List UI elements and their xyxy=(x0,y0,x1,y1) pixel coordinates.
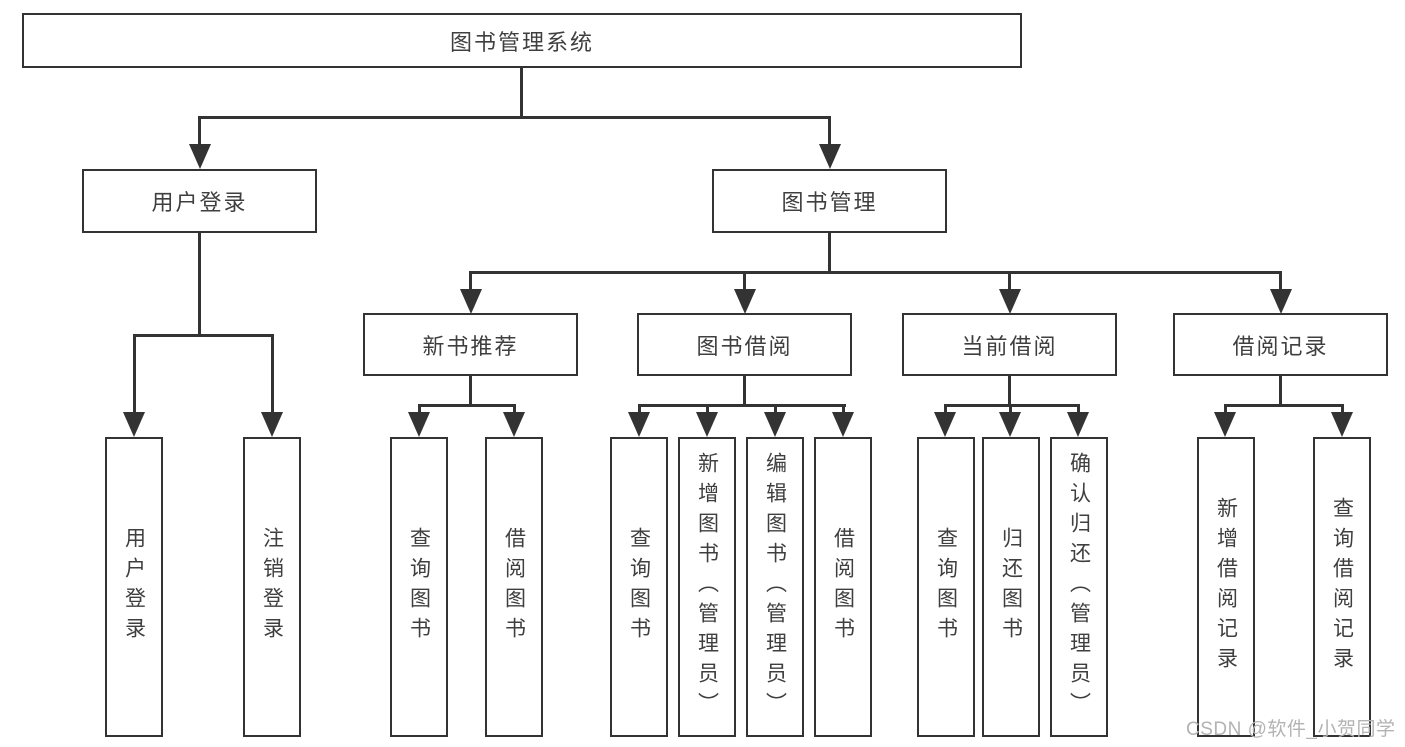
connector-vline xyxy=(773,404,777,414)
node-new-book-recommend: 新书推荐 xyxy=(363,313,578,376)
leaf-label: 用户登录 xyxy=(122,527,146,647)
leaf-add-book-admin: 新增图书（管理员） xyxy=(678,437,736,737)
arrow-down-icon xyxy=(999,412,1021,437)
leaf-label: 确认归还（管理员） xyxy=(1067,452,1091,722)
node-label: 图书借阅 xyxy=(696,333,793,359)
connector-vline xyxy=(828,116,831,146)
arrow-down-icon xyxy=(188,144,211,169)
arrow-down-icon xyxy=(1214,412,1236,437)
arrow-down-icon xyxy=(1269,289,1292,314)
connector-vline xyxy=(705,404,709,414)
connector-hline xyxy=(198,116,831,119)
leaf-query-books-recommend: 查询图书 xyxy=(390,437,448,737)
leaf-confirm-return-admin: 确认归还（管理员） xyxy=(1050,437,1108,737)
leaf-edit-book-admin: 编辑图书（管理员） xyxy=(746,437,804,737)
arrow-down-icon xyxy=(503,412,525,437)
connector-vline xyxy=(512,404,516,414)
connector-vline xyxy=(1076,404,1080,414)
node-label: 图书管理 xyxy=(781,190,878,215)
node-library-system: 图书管理系统 xyxy=(22,13,1022,68)
node-book-borrowing: 图书借阅 xyxy=(637,313,852,376)
arrow-down-icon xyxy=(733,289,756,314)
arrow-down-icon xyxy=(1067,412,1089,437)
arrow-down-icon xyxy=(696,412,718,437)
connector-vline xyxy=(198,116,201,146)
arrow-down-icon xyxy=(628,412,650,437)
connector-vline xyxy=(1279,271,1282,290)
watermark: CSDN @软件_小贺同学 xyxy=(1186,719,1396,740)
leaf-return-book: 归还图书 xyxy=(982,437,1040,737)
arrow-down-icon xyxy=(123,412,145,437)
node-borrowing-records: 借阅记录 xyxy=(1173,313,1388,376)
arrow-down-icon xyxy=(408,412,430,437)
connector-vline xyxy=(1008,404,1012,414)
connector-vline xyxy=(841,404,845,414)
connector-vline xyxy=(469,374,472,407)
leaf-borrow-books-recommend: 借阅图书 xyxy=(485,437,543,737)
connector-vline xyxy=(1008,374,1011,407)
connector-vline xyxy=(417,404,421,414)
connector-vline xyxy=(198,231,201,336)
arrow-down-icon xyxy=(998,289,1021,314)
leaf-logout-login: 注销登录 xyxy=(243,437,301,737)
leaf-label: 新增图书（管理员） xyxy=(695,452,719,722)
node-book-management: 图书管理 xyxy=(712,169,947,233)
arrow-down-icon xyxy=(934,412,956,437)
node-label: 用户登录 xyxy=(151,190,248,215)
connector-hline xyxy=(469,271,1282,274)
connector-vline xyxy=(637,404,641,414)
leaf-query-books-borrow: 查询图书 xyxy=(610,437,668,737)
leaf-query-books-current: 查询图书 xyxy=(917,437,975,737)
leaf-add-borrow-record: 新增借阅记录 xyxy=(1197,437,1255,737)
connector-vline xyxy=(469,271,472,290)
leaf-label: 新增借阅记录 xyxy=(1214,497,1238,677)
connector-hline xyxy=(1223,404,1344,407)
connector-vline xyxy=(743,271,746,290)
leaf-label: 借阅图书 xyxy=(502,527,526,647)
leaf-label: 编辑图书（管理员） xyxy=(763,452,787,722)
leaf-label: 查询图书 xyxy=(627,527,651,647)
leaf-label: 查询图书 xyxy=(934,527,958,647)
connector-hline xyxy=(132,334,274,337)
leaf-label: 查询借阅记录 xyxy=(1330,497,1354,677)
connector-vline xyxy=(132,334,136,413)
node-label: 图书管理系统 xyxy=(449,29,594,55)
arrow-down-icon xyxy=(764,412,786,437)
connector-vline xyxy=(1279,374,1282,407)
arrow-down-icon xyxy=(459,289,482,314)
connector-vline xyxy=(520,66,523,119)
node-label: 借阅记录 xyxy=(1232,333,1329,359)
connector-hline xyxy=(637,404,846,407)
leaf-label: 查询图书 xyxy=(407,527,431,647)
leaf-borrow-books-borrow: 借阅图书 xyxy=(814,437,872,737)
leaf-label: 注销登录 xyxy=(260,527,284,647)
connector-vline xyxy=(943,404,947,414)
node-label: 当前借阅 xyxy=(961,333,1058,359)
arrow-down-icon xyxy=(832,412,854,437)
connector-vline xyxy=(1223,404,1227,414)
connector-vline xyxy=(828,231,831,274)
connector-vline xyxy=(270,334,274,413)
connector-vline xyxy=(1008,271,1011,290)
arrow-down-icon xyxy=(261,412,283,437)
connector-vline xyxy=(1340,404,1344,414)
connector-vline xyxy=(743,374,746,407)
connector-hline xyxy=(943,404,1080,407)
leaf-query-borrow-record: 查询借阅记录 xyxy=(1313,437,1371,737)
node-user-login: 用户登录 xyxy=(82,169,317,233)
node-current-borrowing: 当前借阅 xyxy=(902,313,1117,376)
leaf-label: 归还图书 xyxy=(999,527,1023,647)
arrow-down-icon xyxy=(1331,412,1353,437)
arrow-down-icon xyxy=(818,144,841,169)
node-label: 新书推荐 xyxy=(422,333,519,359)
leaf-label: 借阅图书 xyxy=(831,527,855,647)
connector-hline xyxy=(417,404,516,407)
leaf-user-login: 用户登录 xyxy=(105,437,163,737)
